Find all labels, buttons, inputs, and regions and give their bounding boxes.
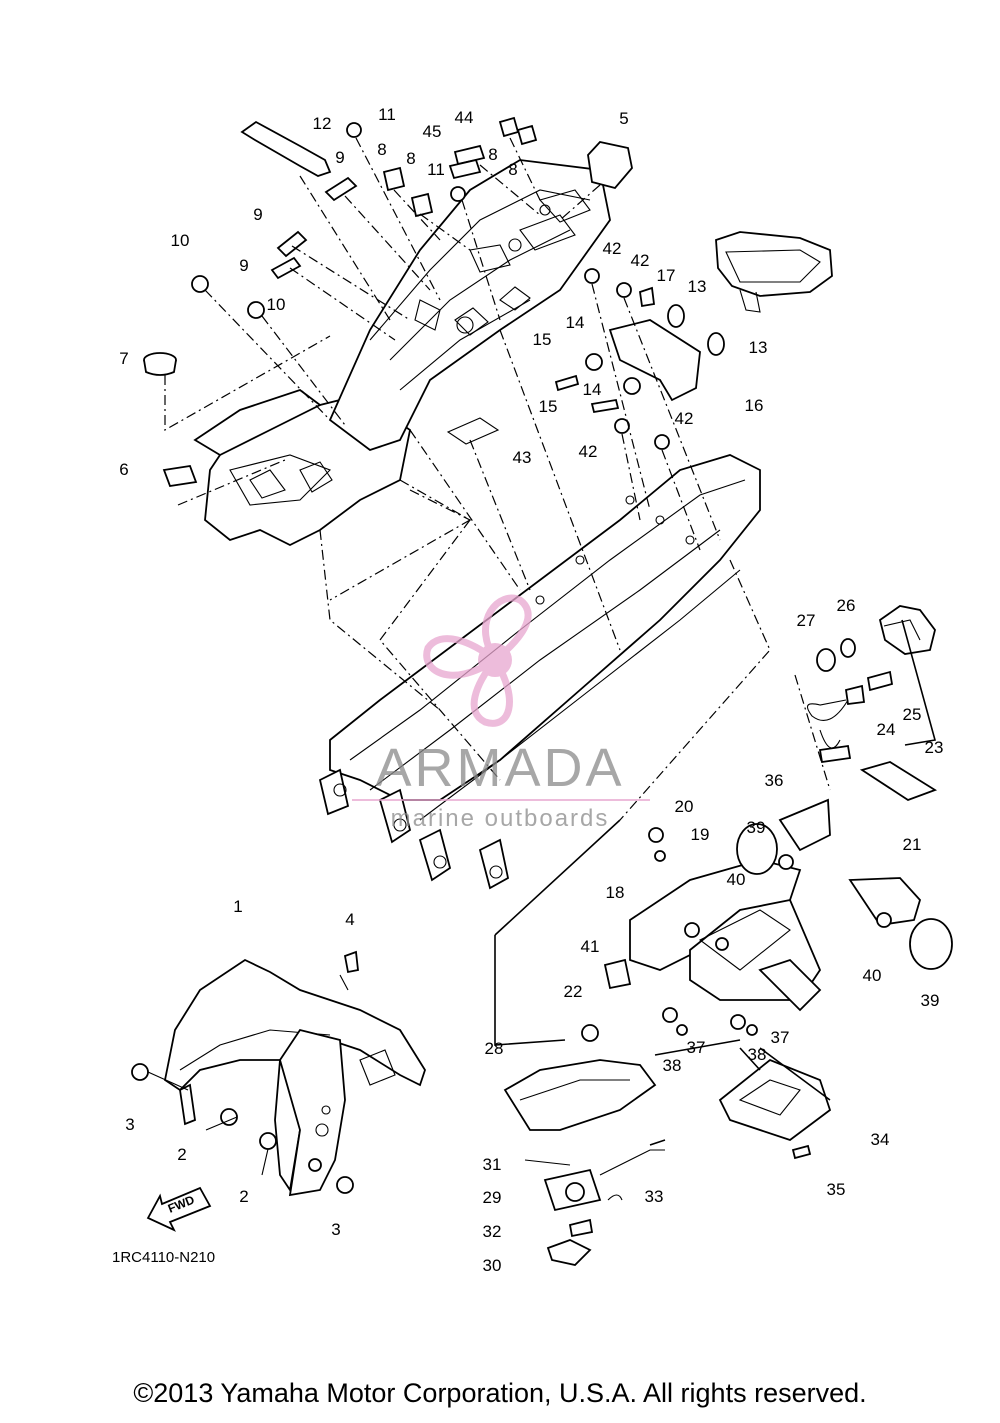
callout-3: 3 <box>331 1220 340 1239</box>
callout-9: 9 <box>253 205 262 224</box>
part-5-cover <box>587 141 633 190</box>
callout-37: 37 <box>687 1038 706 1057</box>
turn-signal-assembly <box>794 605 937 791</box>
callout-16: 16 <box>745 396 764 415</box>
callout-11: 11 <box>378 105 396 124</box>
rear-fender-assembly <box>193 159 611 547</box>
callout-5: 5 <box>619 109 628 128</box>
callout-3: 3 <box>125 1115 134 1134</box>
callout-15: 15 <box>539 397 558 416</box>
license-bracket-assembly <box>581 798 953 1160</box>
leader-lines-lower-right <box>494 819 831 1146</box>
armada-watermark: ARMADA marine outboards <box>352 594 650 832</box>
leader-lines-upper <box>164 137 771 821</box>
callout-11: 11 <box>427 160 445 179</box>
callout-14: 14 <box>583 380 602 399</box>
callout-25: 25 <box>903 705 922 724</box>
callout-22: 22 <box>564 982 583 1001</box>
tail-light-mounting-parts <box>554 268 725 450</box>
callout-43: 43 <box>513 448 532 467</box>
callout-10: 10 <box>267 295 286 314</box>
copyright-notice: ©2013 Yamaha Motor Corporation, U.S.A. A… <box>133 1378 867 1408</box>
part-21-reflector <box>859 761 938 802</box>
watermark-tagline: marine outboards <box>391 805 610 832</box>
callout-10: 10 <box>171 231 190 250</box>
callout-39: 39 <box>921 991 940 1010</box>
front-fender-assembly <box>131 950 426 1197</box>
callout-17: 17 <box>657 266 676 285</box>
callout-42: 42 <box>603 239 622 258</box>
callout-42: 42 <box>675 409 694 428</box>
callout-26: 26 <box>837 596 856 615</box>
callout-9: 9 <box>335 148 344 167</box>
callout-4: 4 <box>345 910 354 929</box>
watermark-brand: ARMADA <box>375 738 624 798</box>
callout-42: 42 <box>631 251 650 270</box>
callout-36: 36 <box>765 771 784 790</box>
callout-6: 6 <box>119 460 128 479</box>
callout-8: 8 <box>488 145 497 164</box>
callout-38: 38 <box>748 1045 767 1064</box>
callout-27: 27 <box>797 611 816 630</box>
callout-40: 40 <box>727 870 746 889</box>
callout-2: 2 <box>239 1187 248 1206</box>
callout-18: 18 <box>606 883 625 902</box>
callout-1: 1 <box>233 897 242 916</box>
part-6-bracket <box>162 464 198 488</box>
callout-31: 31 <box>483 1155 502 1174</box>
callout-40: 40 <box>863 966 882 985</box>
seat-lock-assembly <box>503 1059 665 1266</box>
callout-41: 41 <box>581 937 600 956</box>
seat-rail-frame <box>318 454 761 890</box>
callout-14: 14 <box>566 313 585 332</box>
part-43-sheet <box>446 417 500 445</box>
callout-8: 8 <box>508 160 517 179</box>
part-44-45-pads <box>448 144 486 180</box>
part-8-clips <box>382 116 538 218</box>
callout-39: 39 <box>747 818 766 837</box>
callout-29: 29 <box>483 1188 502 1207</box>
callout-30: 30 <box>483 1256 502 1275</box>
callout-9: 9 <box>239 256 248 275</box>
tail-light-assembly <box>715 231 833 313</box>
callout-12: 12 <box>313 114 332 133</box>
callout-35: 35 <box>827 1180 846 1199</box>
callout-2: 2 <box>177 1145 186 1164</box>
callout-23: 23 <box>925 738 944 757</box>
callout-13: 13 <box>749 338 768 357</box>
forward-direction-arrow: FWD <box>146 1186 212 1232</box>
callout-42: 42 <box>579 442 598 461</box>
callout-38: 38 <box>663 1056 682 1075</box>
diagram-code: 1RC4110-N210 <box>112 1249 215 1266</box>
callout-15: 15 <box>533 330 552 349</box>
callout-8: 8 <box>406 149 415 168</box>
callout-45: 45 <box>423 122 442 141</box>
callout-13: 13 <box>688 277 707 296</box>
callout-7: 7 <box>119 349 128 368</box>
callout-24: 24 <box>877 720 896 739</box>
part-10-11-nuts <box>191 122 466 319</box>
callout-8: 8 <box>377 140 386 159</box>
callout-20: 20 <box>675 797 694 816</box>
part-7-plug <box>143 352 177 376</box>
callout-33: 33 <box>645 1187 664 1206</box>
callout-28: 28 <box>485 1039 504 1058</box>
part-9-dampers <box>270 176 358 280</box>
callout-32: 32 <box>483 1222 502 1241</box>
callout-44: 44 <box>455 108 474 127</box>
callout-37: 37 <box>771 1028 790 1047</box>
callout-19: 19 <box>691 825 710 844</box>
propeller-logo <box>423 594 532 727</box>
part-12-strap <box>240 120 332 177</box>
callout-34: 34 <box>871 1130 890 1149</box>
callout-21: 21 <box>903 835 922 854</box>
